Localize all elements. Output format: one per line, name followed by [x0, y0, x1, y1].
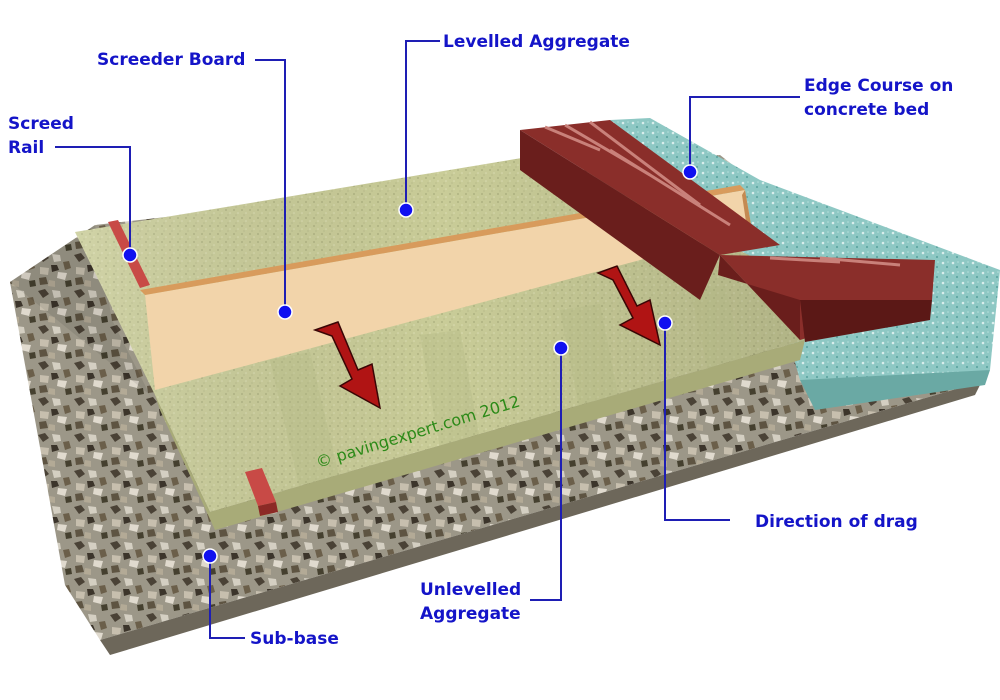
- label-edge-course-line1: Edge Course on: [804, 76, 954, 96]
- leader-screed-rail: [55, 146, 131, 255]
- label-screed-rail-line1: Screed: [8, 114, 74, 134]
- label-screeder-board: Screeder Board: [97, 50, 246, 70]
- label-unlevelled-line1: Unlevelled: [420, 580, 522, 600]
- label-direction-of-drag: Direction of drag: [755, 512, 918, 532]
- dot-screeder-board: [277, 304, 293, 320]
- drag-arrow-left: [312, 321, 382, 410]
- dot-direction: [657, 315, 673, 331]
- label-unlevelled-line2: Aggregate: [420, 604, 521, 624]
- leader-sub-base: [209, 556, 245, 639]
- leader-edge-course: [689, 96, 800, 172]
- label-edge-course-line2: concrete bed: [804, 100, 930, 120]
- edge-course: [520, 120, 935, 342]
- dot-levelled-aggregate: [398, 202, 414, 218]
- label-levelled-aggregate: Levelled Aggregate: [443, 32, 630, 52]
- dot-sub-base: [202, 548, 218, 564]
- leader-screeder-board: [255, 59, 286, 312]
- leader-levelled-aggregate: [405, 40, 440, 210]
- label-screed-rail: Screed Rail: [8, 112, 74, 160]
- label-edge-course: Edge Course on concrete bed: [804, 74, 953, 122]
- dot-unlevelled: [553, 340, 569, 356]
- dot-screed-rail: [122, 247, 138, 263]
- marker-dots: [122, 164, 698, 564]
- leader-direction: [664, 323, 730, 521]
- label-sub-base: Sub-base: [250, 629, 339, 649]
- leader-unlevelled: [530, 348, 562, 601]
- drag-arrow-right: [596, 265, 662, 347]
- brick-joints: [544, 120, 901, 267]
- label-unlevelled-aggregate: Unlevelled Aggregate: [420, 578, 521, 626]
- unlevelled-ridges: [270, 286, 745, 490]
- label-screed-rail-line2: Rail: [8, 138, 45, 158]
- drag-arrows: [312, 265, 662, 410]
- concrete-bed: [610, 118, 1000, 410]
- leader-lines: [55, 40, 800, 639]
- dot-edge-course: [682, 164, 698, 180]
